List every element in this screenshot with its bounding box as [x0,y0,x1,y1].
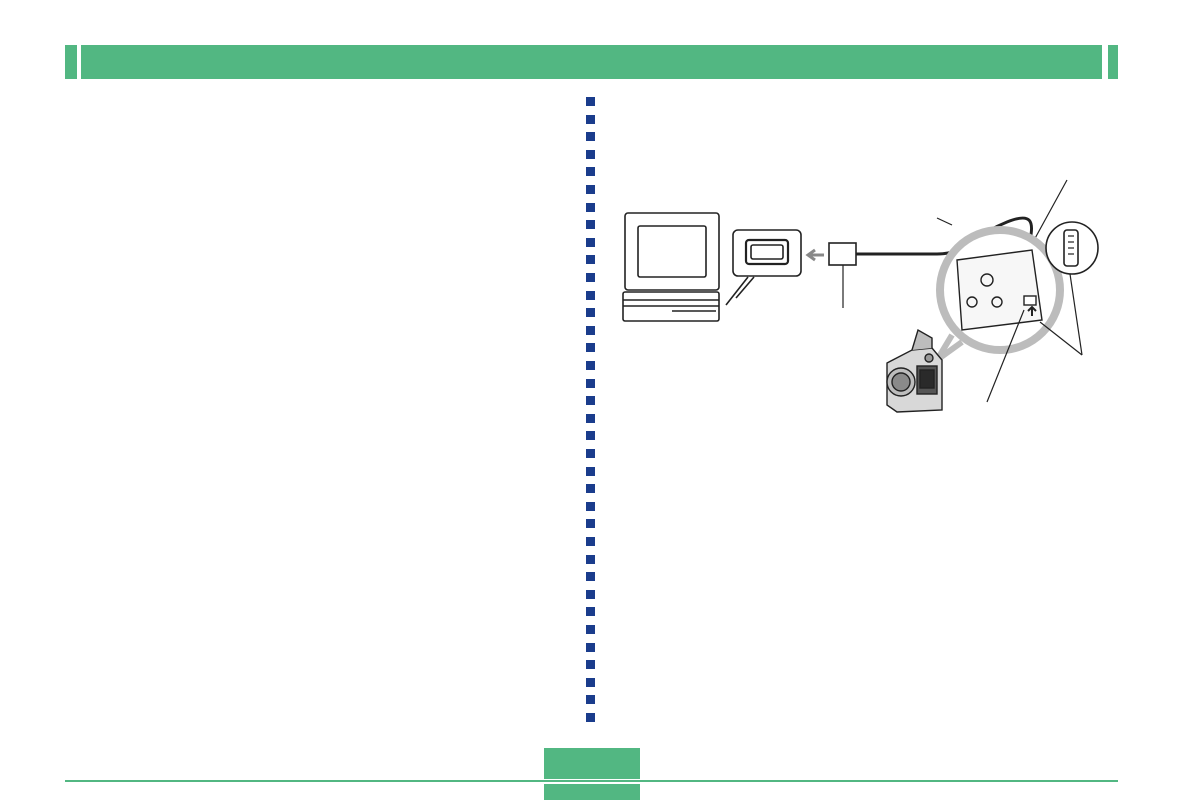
divider-dot [586,185,595,194]
port-label-leader [986,309,1025,403]
divider-dot [586,220,595,230]
divider-dot [586,361,595,370]
digital-camera-icon [886,328,943,413]
divider-dot [586,431,595,441]
divider-dot [586,449,595,458]
divider-dot [586,677,595,687]
divider-dot [586,132,595,142]
divider-dot [586,554,595,564]
divider-dot [586,607,595,617]
divider-dot [586,325,595,335]
divider-dot [586,290,595,300]
column-divider [586,97,596,727]
divider-dot [586,484,595,494]
divider-dot [586,695,595,705]
divider-dot [586,378,595,388]
header-bar-right-cap [1108,45,1118,79]
divider-dot [586,537,595,546]
page-number [544,752,640,776]
divider-dot [586,660,595,670]
divider-dot [586,413,595,423]
divider-dot [586,167,595,177]
divider-dot [586,114,595,124]
divider-dot [586,501,595,511]
header-bar-left-cap [65,45,77,79]
divider-dot [586,273,595,282]
divider-dot [586,202,595,212]
plug-label-leader [1032,179,1068,243]
divider-dot [586,308,595,318]
divider-dot [586,519,595,529]
insert-arrow-left [805,248,824,262]
header-bar [65,45,1118,79]
computer-icon [622,212,720,322]
divider-dot [586,237,595,247]
connector-detail-icon [1045,221,1099,275]
divider-dot [586,255,595,265]
connection-diagram [622,179,1099,413]
cable-label-leader [936,217,953,226]
divider-dot [586,572,595,582]
divider-dot [586,589,595,599]
usb-plug-icon [828,242,857,308]
divider-dot [586,97,595,106]
footer-rule [65,780,1118,782]
usb-port-icon [725,229,802,306]
divider-dot [586,713,595,722]
mark-label-leader-1 [1039,321,1083,356]
page-number-tab [544,748,640,779]
callout-tail [934,333,964,363]
page-number-tab-base [544,784,640,800]
divider-dot [586,466,595,476]
divider-dot [586,396,595,406]
divider-dot [586,625,595,634]
divider-dot [586,343,595,353]
camera-port-closeup-icon [936,226,1064,354]
divider-dot [586,149,595,159]
mark-label-leader-2 [1069,273,1083,356]
divider-dot [586,642,595,652]
header-bar-main [81,45,1102,79]
